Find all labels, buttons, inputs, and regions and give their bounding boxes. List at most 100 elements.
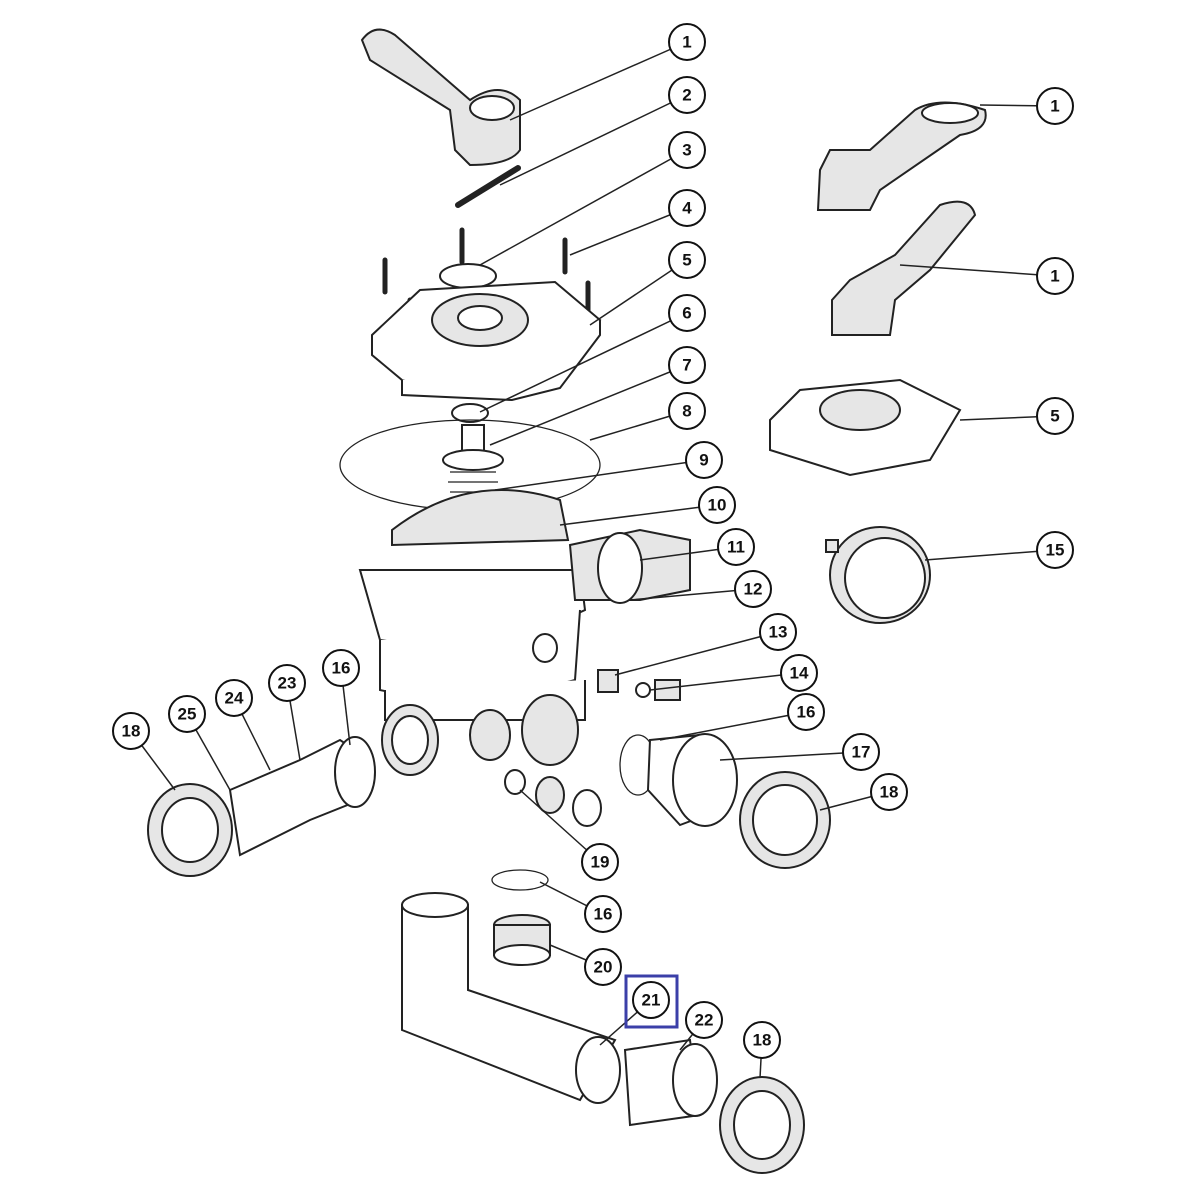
callout-21: 21 xyxy=(632,981,670,1019)
right-union-part xyxy=(619,733,831,869)
callout-8: 8 xyxy=(668,392,706,430)
callout-circle xyxy=(685,441,723,479)
callout-4: 4 xyxy=(668,189,706,227)
valve-body-part xyxy=(358,489,691,776)
drain-plug-part xyxy=(654,679,681,701)
parts-drawing xyxy=(147,28,987,1174)
callout-circle xyxy=(842,733,880,771)
callout-circle xyxy=(668,392,706,430)
callout-16: 16 xyxy=(322,649,360,687)
callout-circle xyxy=(787,693,825,731)
callout-label: 18 xyxy=(122,722,141,741)
callout-12: 12 xyxy=(734,570,772,608)
coupling-22-part xyxy=(623,1038,718,1127)
callout-19: 19 xyxy=(581,843,619,881)
leader-line-5 xyxy=(589,259,688,326)
callout-circle xyxy=(215,679,253,717)
callout-1: 1 xyxy=(1036,87,1074,125)
washer-19-part xyxy=(504,769,526,795)
leader-line-7 xyxy=(489,364,688,446)
callout-circle xyxy=(668,241,706,279)
oring-part xyxy=(439,263,497,289)
callout-circle xyxy=(780,654,818,692)
callout-circle xyxy=(584,895,622,933)
left-union-part xyxy=(147,736,376,877)
leader-line-3 xyxy=(479,149,688,266)
callout-circle xyxy=(1036,397,1074,435)
nut-18-bottom-part xyxy=(719,1076,805,1174)
handle-alt-2-part xyxy=(831,200,977,336)
callout-label: 10 xyxy=(708,496,727,515)
callout-label: 24 xyxy=(225,689,244,708)
handle-alt-1-part xyxy=(816,101,987,211)
callout-16: 16 xyxy=(584,895,622,933)
callout-5: 5 xyxy=(1036,397,1074,435)
leader-line-6 xyxy=(479,312,688,413)
callout-circle xyxy=(685,1001,723,1039)
callout-label: 7 xyxy=(682,356,691,375)
cover-plate-part xyxy=(371,280,602,402)
callout-label: 22 xyxy=(695,1011,714,1030)
callout-label: 16 xyxy=(594,905,613,924)
callout-circle xyxy=(668,76,706,114)
callout-15: 15 xyxy=(1036,531,1074,569)
leader-line-13 xyxy=(614,631,779,676)
callouts: 1234567891011121314161718191620212218182… xyxy=(112,23,1074,1059)
highlight-box-21 xyxy=(624,974,679,1029)
callout-label: 13 xyxy=(769,623,788,642)
callout-5: 5 xyxy=(668,241,706,279)
callout-18: 18 xyxy=(870,773,908,811)
callout-label: 1 xyxy=(1050,267,1059,286)
callout-23: 23 xyxy=(268,664,306,702)
callout-circle xyxy=(1036,257,1074,295)
leader-line-16 xyxy=(659,711,807,741)
callout-label: 6 xyxy=(682,304,691,323)
spring-ring-part xyxy=(451,403,489,423)
callout-circle xyxy=(698,486,736,524)
callout-label: 8 xyxy=(682,402,691,421)
leader-line-14 xyxy=(649,672,800,691)
callout-circle xyxy=(581,843,619,881)
pin-part xyxy=(455,165,521,208)
callout-circle xyxy=(668,346,706,384)
callout-1: 1 xyxy=(668,23,706,61)
callout-label: 15 xyxy=(1046,541,1065,560)
oring-16-part xyxy=(491,869,549,891)
callout-20: 20 xyxy=(584,948,622,986)
callout-label: 16 xyxy=(797,703,816,722)
callout-circle xyxy=(759,613,797,651)
callout-9: 9 xyxy=(685,441,723,479)
callout-circle xyxy=(668,23,706,61)
cover-alt-part xyxy=(769,378,962,477)
leader-line-15 xyxy=(924,549,1056,561)
callout-1: 1 xyxy=(1036,257,1074,295)
leader-line-12 xyxy=(629,588,754,601)
leader-line-1 xyxy=(899,264,1056,277)
callout-label: 14 xyxy=(790,664,809,683)
callout-13: 13 xyxy=(759,613,797,651)
callout-18: 18 xyxy=(112,712,150,750)
callout-label: 16 xyxy=(332,659,351,678)
callout-circle xyxy=(322,649,360,687)
callout-label: 5 xyxy=(1050,407,1059,426)
callout-24: 24 xyxy=(215,679,253,717)
leader-line-17 xyxy=(719,751,862,761)
sleeve-19-part xyxy=(572,789,602,827)
callout-17: 17 xyxy=(842,733,880,771)
callout-label: 5 xyxy=(682,251,691,270)
callout-label: 4 xyxy=(682,199,692,218)
callout-3: 3 xyxy=(668,131,706,169)
callout-circle xyxy=(743,1021,781,1059)
plug-part xyxy=(597,669,619,693)
callout-7: 7 xyxy=(668,346,706,384)
adapter-20-part xyxy=(493,914,551,966)
callout-label: 3 xyxy=(682,141,691,160)
callout-label: 20 xyxy=(594,958,613,977)
callout-10: 10 xyxy=(698,486,736,524)
callout-label: 11 xyxy=(727,538,745,557)
callout-18: 18 xyxy=(743,1021,781,1059)
handle-part xyxy=(360,28,521,167)
leader-line-9 xyxy=(494,459,705,491)
callout-circle xyxy=(1036,531,1074,569)
